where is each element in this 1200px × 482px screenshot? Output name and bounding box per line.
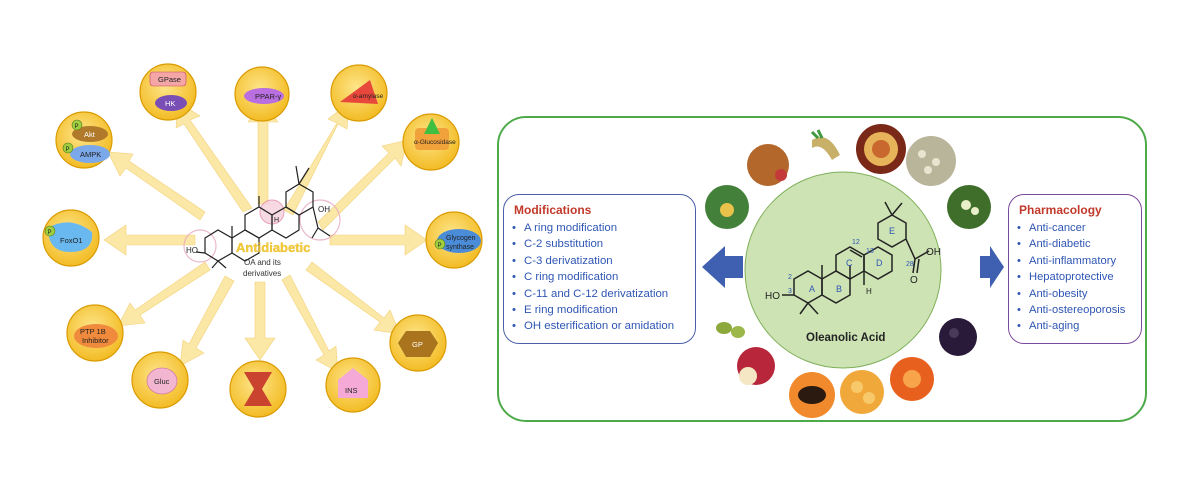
arrow-to-amylase — [283, 102, 350, 216]
badge-labels: GPase HK PPAR-γ α-amylase α-Glucosidase … — [48, 75, 476, 395]
modification-item: E ring modification — [512, 302, 687, 318]
left-oa-structure — [183, 165, 341, 269]
oa-labels: A B C D E 2 3 12 13 28 OH O HO H Oleanol… — [765, 226, 941, 344]
label-glucosidase: α-Glucosidase — [414, 139, 456, 146]
modification-item: OH esterification or amidation — [512, 318, 687, 334]
oa-h-label: H — [866, 287, 872, 296]
atom-12: 12 — [852, 239, 860, 246]
oa-oh-label: OH — [926, 247, 941, 258]
natural-sources — [705, 124, 991, 418]
pharmacology-box: Pharmacology Anti-cancer Anti-diabetic A… — [1008, 194, 1142, 344]
p-badge-glycogen: P — [438, 243, 442, 249]
ring-label-e: E — [889, 226, 895, 236]
arrow-to-gp — [305, 261, 401, 335]
pharmacology-item: Anti-diabetic — [1017, 236, 1133, 252]
compound-name: Oleanolic Acid — [806, 332, 885, 344]
source-blackberry — [939, 318, 977, 356]
modification-item: C ring modification — [512, 269, 687, 285]
label-glycogen: Glycogen — [446, 235, 476, 242]
pharmacology-item: Anti-inflammatory — [1017, 253, 1133, 269]
arrow-to-hourglass — [244, 281, 276, 361]
oleanolic-circle — [744, 171, 942, 369]
center-subtitle-1: OA and its — [244, 258, 281, 267]
p-badge-akt: P — [75, 124, 79, 130]
atom-13: 13 — [866, 248, 874, 255]
pharmacology-title: Pharmacology — [1019, 203, 1102, 217]
label-akt: Akt — [84, 130, 96, 139]
arrow-to-ptp1b — [117, 261, 211, 327]
badge-glyphs — [44, 71, 481, 406]
ring-label-a: A — [809, 284, 815, 294]
left-big-arrow — [702, 246, 743, 288]
pharmacology-item: Anti-cancer — [1017, 220, 1133, 236]
p-badge-foxo1: P — [48, 230, 52, 236]
pharmacology-item: Anti-obesity — [1017, 286, 1133, 302]
center-subtitle-2: derivatives — [243, 269, 281, 278]
ring-label-c: C — [846, 258, 853, 268]
modification-item: C-2 substitution — [512, 236, 687, 252]
modification-item: C-3 derivatization — [512, 253, 687, 269]
modification-item: C-11 and C-12 derivatization — [512, 286, 687, 302]
label-ptp1b: PTP 1B — [80, 327, 106, 336]
ring-label-b: B — [836, 284, 842, 294]
label-gpase: GPase — [158, 75, 181, 84]
atom-3: 3 — [788, 288, 792, 295]
oa-structure — [782, 201, 930, 315]
arrow-to-gpase — [175, 101, 253, 213]
left-h-label: H — [274, 217, 279, 224]
center-antidiabetic-text: Antidiabetic — [236, 240, 310, 255]
arrow-to-foxo1 — [103, 224, 196, 256]
arrow-to-akt — [107, 151, 206, 221]
label-inhibitor: Inhibitor — [82, 336, 109, 345]
atom-2: 2 — [788, 274, 792, 281]
pharmacology-item: Hepatoprotective — [1017, 269, 1133, 285]
source-loquat — [840, 370, 884, 414]
right-big-arrow — [980, 246, 1004, 288]
modifications-list: A ring modification C-2 substitution C-3… — [512, 220, 687, 335]
arrow-to-glucosidase — [317, 139, 408, 231]
p-badge-ampk: P — [66, 147, 70, 153]
pharmacology-item: Anti-aging — [1017, 318, 1133, 334]
label-ins: INS — [345, 386, 358, 395]
arrow-to-glycogen — [329, 224, 428, 256]
pharmacology-list: Anti-cancer Anti-diabetic Anti-inflammat… — [1017, 220, 1133, 335]
modifications-box: Modifications A ring modification C-2 su… — [503, 194, 696, 344]
label-ppar: PPAR-γ — [255, 92, 281, 101]
oa-o-label: O — [910, 275, 918, 286]
label-ampk: AMPK — [80, 150, 101, 159]
label-gp: GP — [412, 340, 423, 349]
arrow-to-ins — [281, 274, 339, 373]
modification-item: A ring modification — [512, 220, 687, 236]
left-oh-label: OH — [318, 205, 330, 214]
label-synthase: synthase — [446, 244, 474, 251]
label-gluc: Gluc — [154, 377, 170, 386]
atom-28: 28 — [906, 261, 914, 268]
ring-label-d: D — [876, 258, 883, 268]
label-hk: HK — [165, 99, 175, 108]
modifications-title: Modifications — [514, 203, 592, 217]
pharmacology-item: Anti-ostereoporosis — [1017, 302, 1133, 318]
arrow-to-gluc — [179, 275, 235, 367]
oa-ho-label: HO — [765, 291, 780, 302]
label-foxo1: FoxO1 — [60, 236, 83, 245]
source-seeds — [906, 136, 956, 186]
label-amylase: α-amylase — [353, 93, 384, 100]
left-ho-label: HO — [186, 246, 198, 255]
radial-arrows — [103, 99, 428, 373]
